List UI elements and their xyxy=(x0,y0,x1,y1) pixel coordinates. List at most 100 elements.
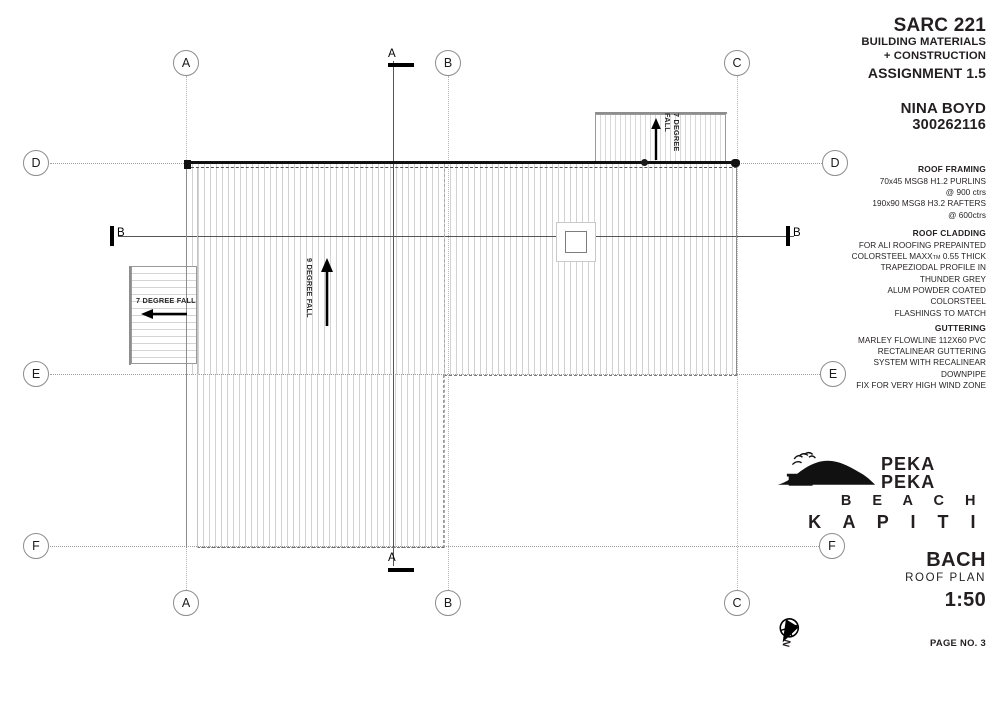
grid-line-f xyxy=(50,546,819,547)
section-mark-a-bottom-label: A xyxy=(388,552,396,564)
ridge-main-roof xyxy=(184,161,739,164)
spec-roof-framing-line-1: @ 900 ctrs xyxy=(945,187,986,197)
downpipe-marker-north-wing xyxy=(641,159,648,166)
north-arrow-icon xyxy=(779,618,800,643)
fall-label-north-wing: 7 DEGREE FALL xyxy=(663,113,681,152)
spec-roof-cladding-heading: ROOF CLADDING xyxy=(912,228,986,238)
section-mark-a-bottom: A xyxy=(380,552,426,576)
grid-bubble-d-right[interactable]: D xyxy=(822,150,848,176)
section-mark-b-left-label: B xyxy=(117,227,125,239)
spec-guttering: GUTTERING MARLEY FLOWLINE 112X60 PVC REC… xyxy=(776,323,986,391)
spec-roof-framing-line-0: 70x45 MSG8 H1.2 PURLINS xyxy=(879,176,986,186)
spec-guttering-line-4: FIX FOR VERY HIGH WIND ZONE xyxy=(856,380,986,390)
drawing-scale: 1:50 xyxy=(944,588,986,611)
grid-bubble-b-bottom[interactable]: B xyxy=(435,590,461,616)
grid-bubble-f-right-label: F xyxy=(828,539,836,553)
grid-bubble-c-top[interactable]: C xyxy=(724,50,750,76)
page-number: PAGE NO. 3 xyxy=(930,636,986,648)
eave-edge-right-lower xyxy=(444,375,737,376)
section-mark-b-left-bar xyxy=(110,226,114,246)
assignment-number: ASSIGNMENT 1.5 xyxy=(867,64,986,81)
section-mark-a-top: A xyxy=(380,48,426,72)
spec-roof-cladding: ROOF CLADDING FOR ALI ROOFING PREPAINTED… xyxy=(776,228,986,319)
course-line-2: + CONSTRUCTION xyxy=(883,49,986,62)
grid-line-e xyxy=(50,374,820,375)
valley-line-b xyxy=(444,164,445,548)
logo-line-2: B E A C H xyxy=(840,493,984,509)
fall-arrow-north-wing xyxy=(651,118,661,160)
logo-line-3: K A P I T I xyxy=(808,511,984,532)
grid-bubble-e-right-label: E xyxy=(828,367,838,381)
fall-arrow-main-roof xyxy=(321,258,333,326)
west-wing-edge xyxy=(129,266,131,365)
grid-bubble-f-left[interactable]: F xyxy=(23,533,49,559)
course-line-1: BUILDING MATERIALS xyxy=(861,35,986,48)
grid-bubble-c-top-label: C xyxy=(732,56,742,70)
grid-bubble-c-bottom-label: C xyxy=(732,596,742,610)
fall-label-main-roof: 9 DEGREE FALL xyxy=(305,258,314,318)
spec-roof-cladding-line-5: COLORSTEEL xyxy=(930,297,986,307)
fall-label-west-wing: 7 DEGREE FALL xyxy=(136,296,196,305)
spec-roof-framing: ROOF FRAMING 70x45 MSG8 H1.2 PURLINS @ 9… xyxy=(776,164,986,221)
section-mark-b-right-label: B xyxy=(793,227,801,239)
section-line-b xyxy=(118,236,794,237)
spec-roof-framing-line-2: 190x90 MSG8 H3.2 RAFTERS xyxy=(872,199,986,209)
spec-roof-cladding-line-3: THUNDER GREY xyxy=(919,274,986,284)
spec-roof-cladding-line-6: FLASHINGS TO MATCH xyxy=(894,308,986,318)
ridge-end-cap-left xyxy=(184,160,191,169)
ridge-end-cap-right xyxy=(731,159,740,167)
section-mark-b-right-bar xyxy=(786,226,790,246)
roof-plane-main-lower xyxy=(197,375,444,548)
trademark-mark: TM xyxy=(932,254,941,261)
spec-roof-framing-line-3: @ 600ctrs xyxy=(948,210,986,220)
grid-bubble-d-left-label: D xyxy=(31,156,41,170)
section-mark-a-top-label: A xyxy=(388,48,396,60)
spec-guttering-line-3: DOWNPIPE xyxy=(941,369,986,379)
spec-guttering-heading: GUTTERING xyxy=(934,323,986,333)
project-name: BACH xyxy=(926,549,986,571)
logo-line-1: PEKA PEKA xyxy=(880,454,936,492)
ridge-flashing-dash xyxy=(186,167,737,168)
grid-bubble-b-top[interactable]: B xyxy=(435,50,461,76)
grid-line-c xyxy=(737,76,738,592)
student-name: NINA BOYD xyxy=(900,99,986,117)
logo-hill-icon xyxy=(777,451,876,486)
spec-roof-cladding-line-0: FOR ALI ROOFING PREPAINTED xyxy=(858,240,986,250)
spec-guttering-line-0: MARLEY FLOWLINE 112X60 PVC xyxy=(858,335,986,345)
grid-bubble-d-left[interactable]: D xyxy=(23,150,49,176)
grid-bubble-b-bottom-label: B xyxy=(443,596,453,610)
grid-bubble-a-bottom[interactable]: A xyxy=(173,590,199,616)
gutter-edge-left xyxy=(186,164,187,548)
title-block: SARC 221 BUILDING MATERIALS + CONSTRUCTI… xyxy=(776,16,986,133)
grid-bubble-e-left-label: E xyxy=(31,367,41,381)
grid-bubble-a-top[interactable]: A xyxy=(173,50,199,76)
grid-bubble-c-bottom[interactable]: C xyxy=(724,590,750,616)
spec-roof-cladding-line-1: COLORSTEEL MAXXTM 0.55 THICK xyxy=(851,251,986,261)
ridge-north-wing xyxy=(595,112,727,114)
grid-bubble-e-right[interactable]: E xyxy=(820,361,846,387)
eave-edge-bottom-left xyxy=(197,547,445,548)
spec-roof-cladding-line-4: ALUM POWDER COATED xyxy=(887,285,986,295)
section-mark-b-left: B xyxy=(110,226,140,248)
grid-bubble-f-right[interactable]: F xyxy=(819,533,845,559)
section-line-a xyxy=(393,61,394,566)
sheet-info-block: BACH ROOF PLAN 1:50 PAGE NO. 3 xyxy=(774,549,986,648)
spec-roof-framing-heading: ROOF FRAMING xyxy=(918,164,986,174)
grid-bubble-a-top-label: A xyxy=(181,56,191,70)
roof-plane-main-upper xyxy=(186,164,737,375)
grid-bubble-d-right-label: D xyxy=(830,156,840,170)
grid-bubble-f-left-label: F xyxy=(32,539,40,553)
section-mark-b-right: B xyxy=(786,226,816,248)
grid-line-b xyxy=(448,76,449,592)
spec-guttering-line-1: RECTALINEAR GUTTERING xyxy=(877,346,986,356)
section-mark-a-top-bar xyxy=(388,63,414,67)
grid-bubble-b-top-label: B xyxy=(443,56,453,70)
fall-arrow-west-wing xyxy=(141,309,187,319)
drawing-name: ROOF PLAN xyxy=(905,572,986,584)
section-mark-a-bottom-bar xyxy=(388,568,414,572)
skylight-inner xyxy=(565,231,587,253)
gutter-edge-right xyxy=(736,164,737,375)
spec-guttering-line-2: SYSTEM WITH RECALINEAR xyxy=(873,358,986,368)
grid-bubble-e-left[interactable]: E xyxy=(23,361,49,387)
